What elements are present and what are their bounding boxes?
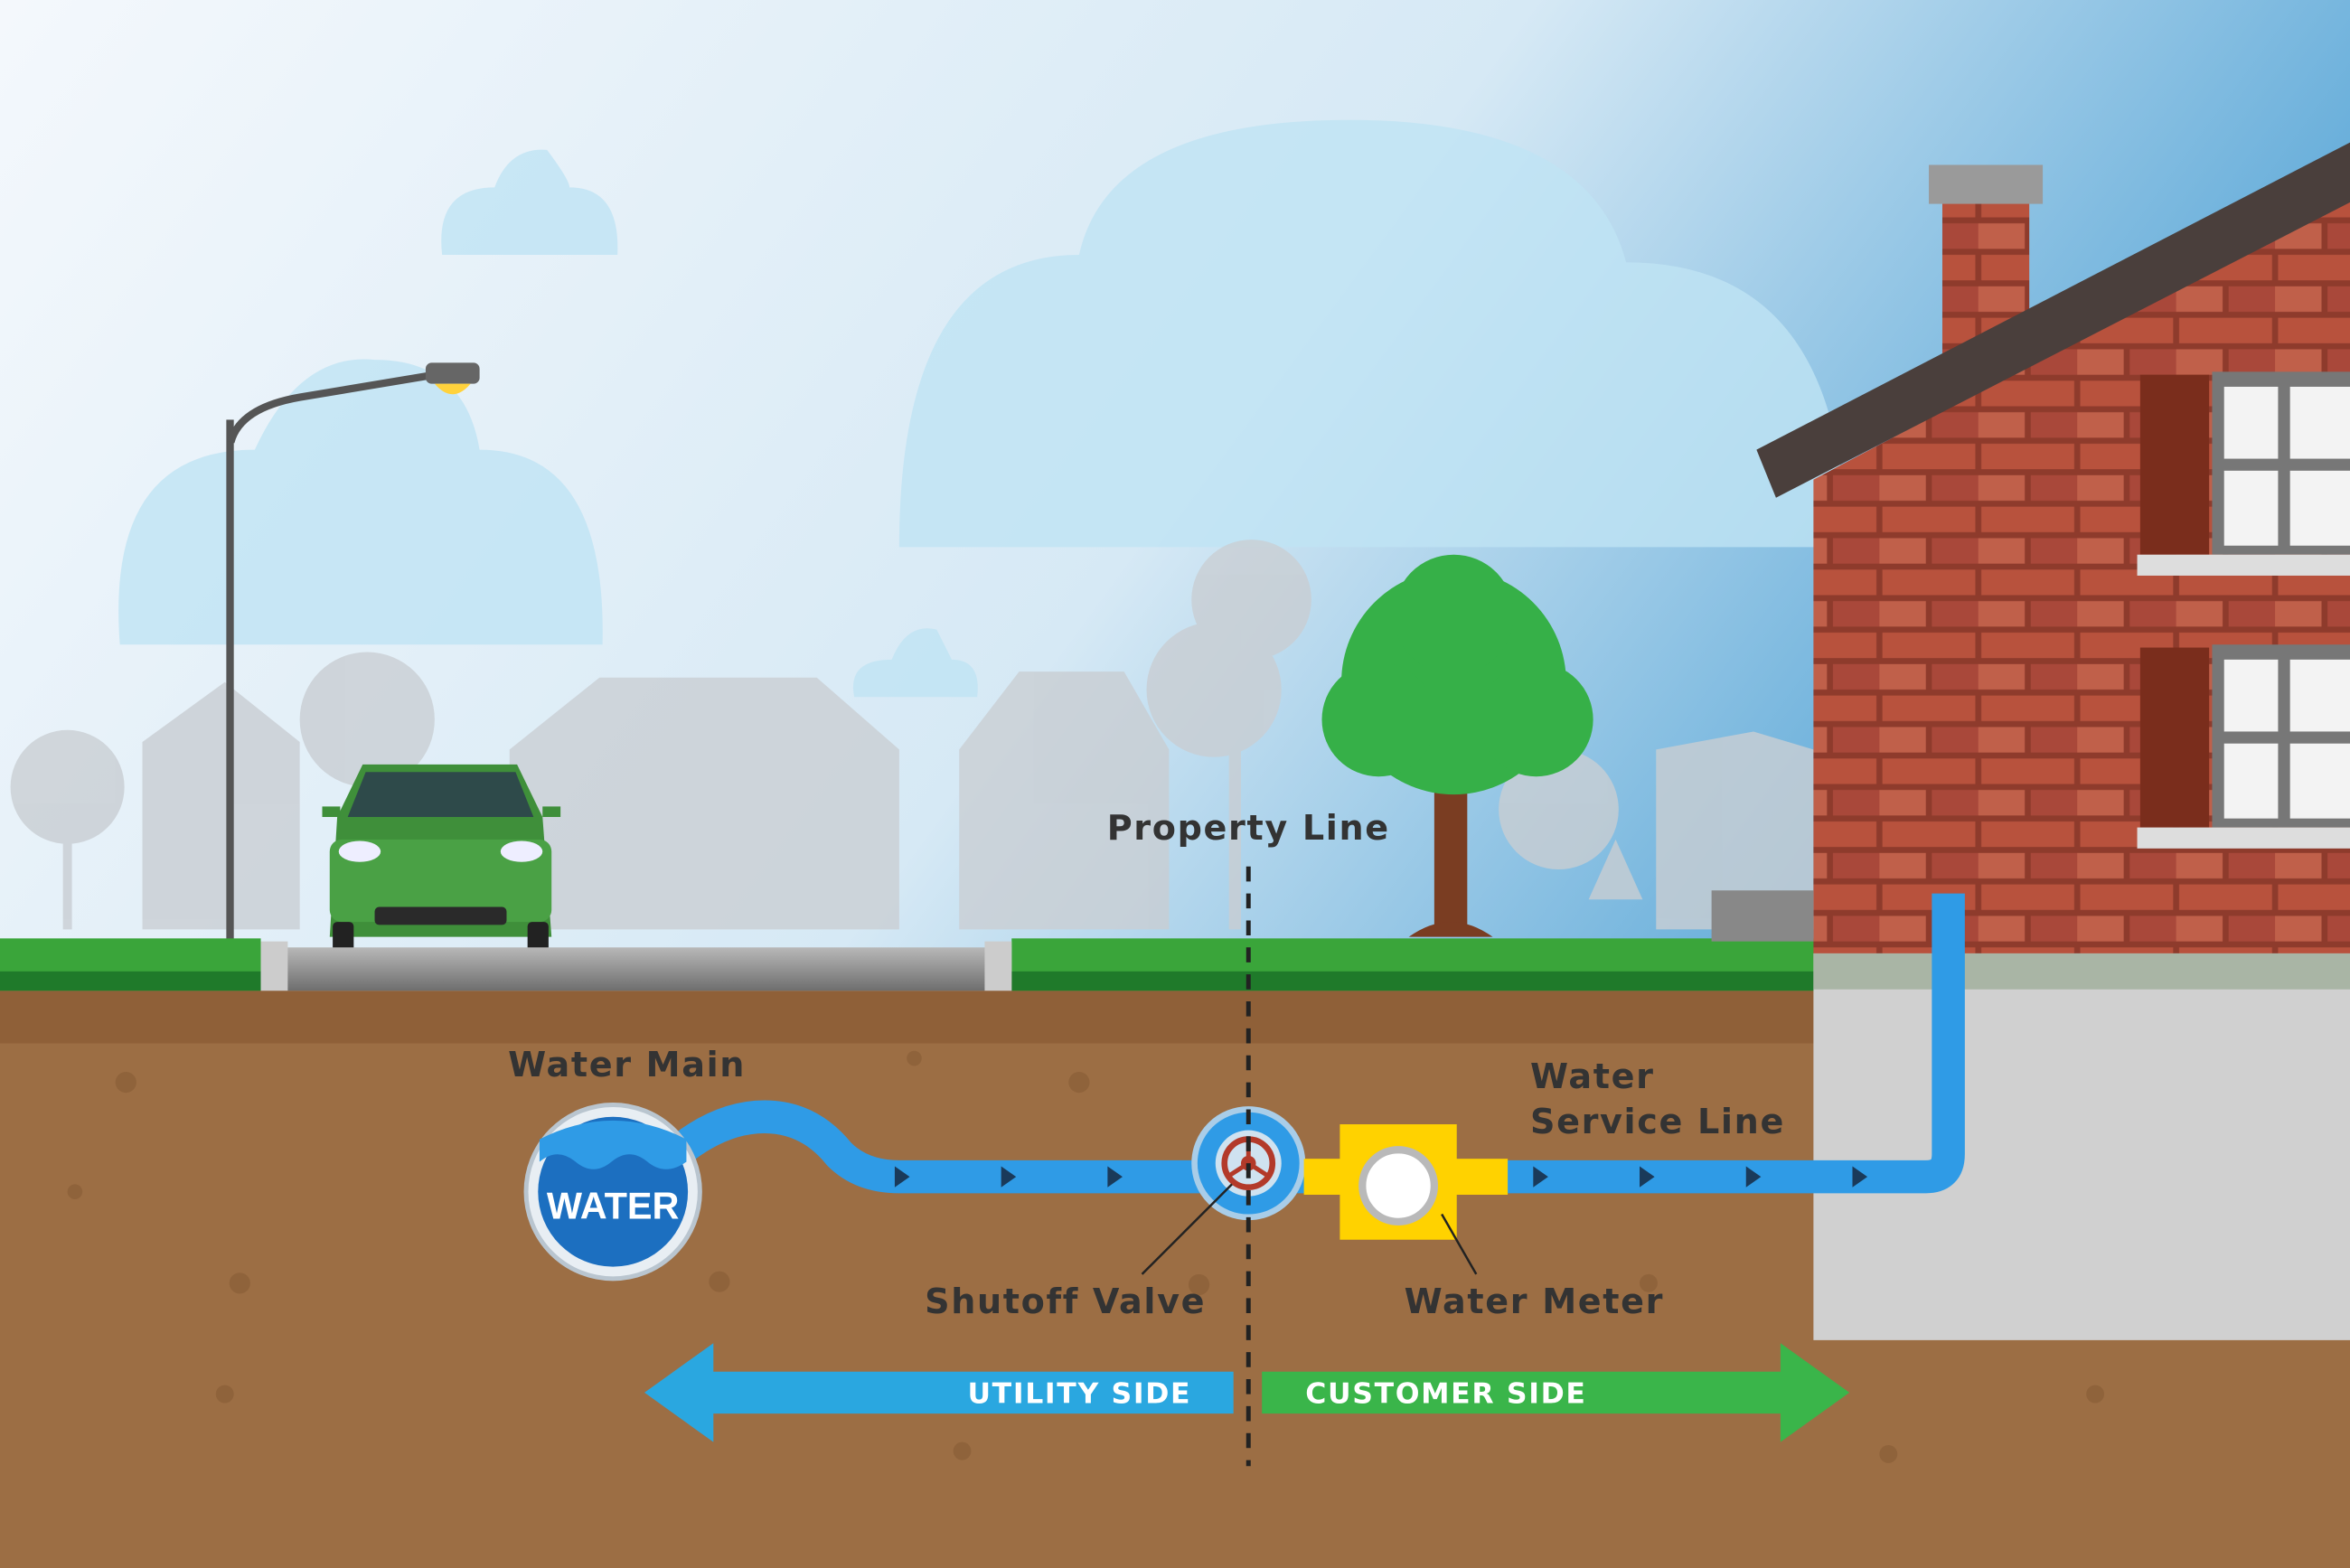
water-service-line-label-2: Service Line [1530,1102,1785,1141]
meter-leader [1441,1213,1478,1275]
water-meter-label: Water Meter [1405,1282,1664,1321]
background-neighborhood [10,540,1814,930]
water-pipe [632,893,1965,1196]
tree [1321,554,1593,937]
foundation [1813,953,2350,1340]
house [1711,142,2350,1340]
customer-side-label: CUSTOMER SIDE [1305,1378,1586,1411]
road [260,947,1012,991]
utility-side-label: UTILITY SIDE [967,1378,1191,1411]
flow-arrows [894,1166,1868,1188]
house-window-lower [2137,644,2350,849]
water-meter [1303,1124,1509,1240]
car [322,764,561,962]
water-main-label: Water Main [508,1045,746,1084]
soil-specks [67,1050,2105,1463]
clouds [118,119,1847,698]
house-window-upper [2137,371,2350,576]
street-lamp [226,362,480,944]
water-main: WATER [523,1102,702,1282]
utility-side-arrow: UTILITY SIDE [644,1343,1234,1442]
shutoff-valve-label: Shutoff Valve [925,1282,1206,1321]
water-badge-text: WATER [547,1185,680,1227]
property-line-label: Property Line [1107,808,1390,848]
shutoff-leader [1141,1183,1233,1275]
water-service-line-label-1: Water [1530,1056,1655,1096]
customer-side-arrow: CUSTOMER SIDE [1262,1343,1850,1442]
